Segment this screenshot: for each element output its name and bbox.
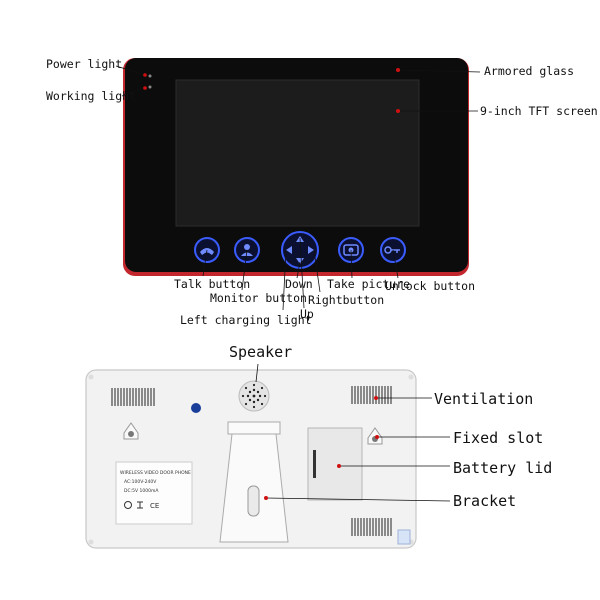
ventilation-right-top — [351, 386, 392, 404]
working-light-led — [148, 85, 152, 89]
front-leader-lines — [115, 65, 481, 311]
label-down: Down — [285, 277, 313, 291]
cert-icon — [124, 501, 132, 509]
label-monitor-button: Monitor button — [210, 291, 307, 305]
speaker-grille — [238, 380, 270, 412]
label-unlock-button: Unlock button — [385, 279, 476, 293]
right-arrow-icon — [308, 246, 314, 254]
spec-sticker: WIRELESS VIDEO DOOR PHONE AC:100V-240V D… — [115, 461, 193, 525]
back-unit: WIRELESS VIDEO DOOR PHONE AC:100V-240V D… — [85, 363, 451, 549]
label-working-light: Working light — [46, 89, 137, 103]
label-take-picture: Take picture — [327, 277, 411, 291]
tft-screen — [175, 79, 420, 227]
label-up: Up — [300, 307, 314, 321]
label-armored-glass: Armored glass — [484, 64, 575, 78]
label-fixed-slot: Fixed slot — [453, 429, 544, 447]
left-arrow-icon — [286, 246, 292, 254]
sticker-line2: AC:100V-240V — [124, 479, 157, 485]
label-power-light: Power light — [46, 57, 123, 71]
label-ventilation: Ventilation — [434, 390, 534, 408]
label-battery-lid: Battery lid — [453, 459, 553, 477]
label-tft-screen: 9-inch TFT screen — [480, 104, 598, 118]
label-talk-button: Talk button — [174, 277, 251, 291]
bracket — [219, 421, 289, 543]
back-leader-lines — [255, 363, 451, 502]
person-icon — [244, 244, 250, 250]
front-markers — [143, 68, 400, 113]
ventilation-left — [111, 388, 155, 406]
label-speaker: Speaker — [229, 343, 293, 361]
battery-lid — [307, 427, 363, 501]
direction-pad — [281, 231, 319, 269]
sticker-line3: DC:5V 1000mA — [124, 488, 159, 494]
front-unit — [115, 58, 481, 311]
down-arrow-icon — [296, 258, 304, 264]
ce-icon: CE — [150, 502, 159, 510]
back-led — [191, 403, 201, 413]
unlock-button — [380, 237, 406, 263]
corner-label — [397, 529, 411, 545]
label-bracket: Bracket — [453, 492, 517, 510]
label-right-button: Rightbutton — [308, 293, 385, 307]
sticker-line1: WIRELESS VIDEO DOOR PHONE — [120, 470, 191, 476]
ventilation-right-bottom — [351, 518, 392, 536]
power-light-led — [148, 74, 152, 78]
label-left-charging-light: Left charging light — [180, 313, 312, 327]
recycle-icon — [137, 501, 143, 509]
back-markers — [264, 396, 379, 500]
